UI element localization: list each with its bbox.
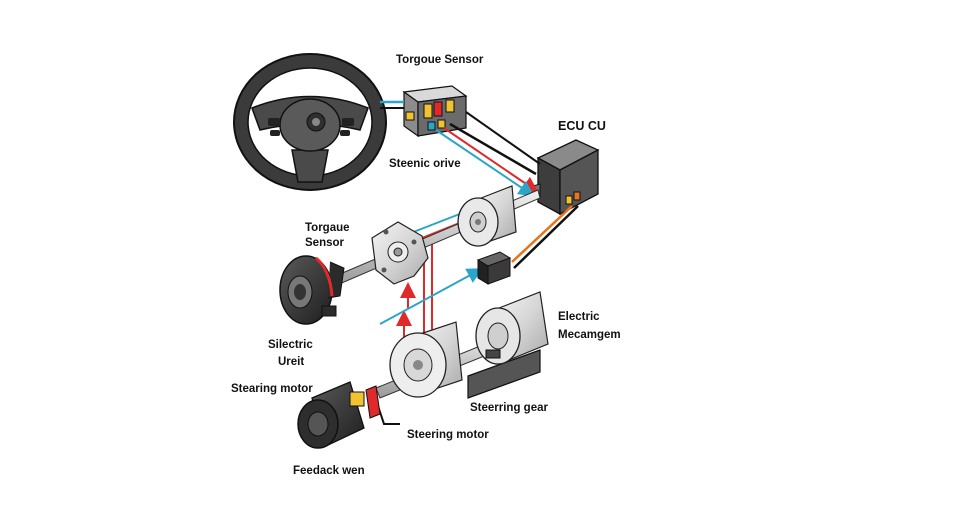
label-steering-motor-bottom: Steering motor	[407, 429, 489, 441]
label-torque-sensor-top: Torgoue Sensor	[396, 54, 484, 66]
electric-motor-icon	[467, 291, 549, 399]
ecu-icon	[525, 139, 600, 216]
steering-gear-disc-icon	[389, 321, 463, 398]
label-stearing-motor-left: Stearing motor	[231, 383, 313, 395]
motor-icon	[457, 185, 517, 247]
steering-wheel-icon	[233, 53, 387, 191]
label-electric-2: Mecamgem	[558, 329, 621, 341]
label-silectric-2: Ureit	[278, 356, 304, 368]
labels: Torgoue Sensor Steenic orive ECU CU Torg…	[231, 54, 621, 477]
label-feedback: Feedack wen	[293, 465, 365, 477]
label-silectric-1: Silectric	[268, 339, 313, 351]
wiring	[371, 100, 579, 425]
torque-sensor-bracket-icon	[371, 221, 429, 285]
label-electric-1: Electric	[558, 311, 600, 323]
label-steering-gear: Steerring gear	[470, 402, 548, 414]
label-steenic-orive: Steenic orive	[389, 158, 461, 170]
label-torque-sensor-left-1: Torgaue	[305, 222, 350, 234]
connector-icon	[476, 251, 512, 285]
label-torque-sensor-left-2: Sensor	[305, 237, 345, 249]
label-ecu: ECU CU	[558, 119, 606, 133]
stearing-motor-icon	[297, 381, 381, 449]
silectric-unit-icon	[279, 255, 345, 325]
